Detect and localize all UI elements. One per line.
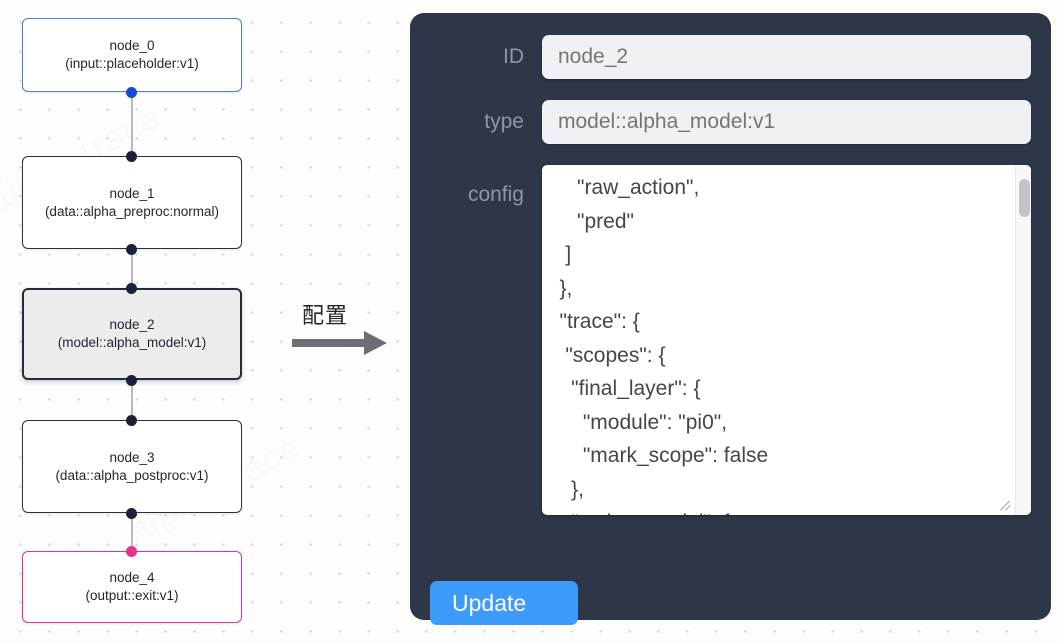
config-textarea[interactable]: "raw_action", "pred" ] }, "trace": { "sc… (559, 176, 769, 515)
node-subtitle: (input::placeholder:v1) (65, 56, 199, 71)
graph-node-node_0[interactable]: node_0(input::placeholder:v1) (22, 18, 242, 92)
node_4-input-port[interactable] (126, 546, 137, 557)
node-subtitle: (data::alpha_preproc:normal) (44, 203, 220, 219)
config-field-row: config "raw_action", "pred" ] }, "trace"… (430, 165, 1031, 515)
node-label: node_0(input::placeholder:v1) (31, 37, 233, 73)
node-subtitle: (data::alpha_postproc:v1) (55, 467, 209, 483)
node_2-output-port[interactable] (126, 375, 137, 386)
config-scrollbar[interactable] (1015, 165, 1031, 515)
node_1-output-port[interactable] (126, 244, 137, 255)
type-field-label: type (484, 110, 524, 133)
node-label: node_3(data::alpha_postproc:v1) (31, 449, 233, 485)
edge-node1-node2 (131, 249, 134, 288)
node_3-input-port[interactable] (126, 415, 137, 426)
config-textarea-wrap[interactable]: "raw_action", "pred" ] }, "trace": { "sc… (542, 165, 1031, 515)
node-config-panel: ID type config "raw_action", "pred" ] },… (410, 13, 1051, 620)
right-arrow-icon (292, 331, 387, 355)
node_2-input-port[interactable] (126, 283, 137, 294)
node-label: node_2(model::alpha_model:v1) (32, 316, 232, 352)
resize-handle-icon[interactable] (998, 498, 1014, 514)
node-title: node_0 (109, 38, 155, 53)
type-input[interactable] (542, 100, 1031, 144)
edge-node3-node4 (131, 513, 134, 551)
graph-node-node_4[interactable]: node_4(output::exit:v1) (22, 551, 242, 623)
config-field-label: config (467, 183, 524, 206)
node-title: node_1 (109, 185, 155, 201)
config-scrollbar-thumb[interactable] (1019, 179, 1030, 217)
graph-node-node_2[interactable]: node_2(model::alpha_model:v1) (22, 288, 242, 380)
node_3-output-port[interactable] (126, 508, 137, 519)
node-title: node_2 (109, 317, 155, 332)
node_1-input-port[interactable] (126, 151, 137, 162)
id-field-row: ID (430, 35, 1031, 79)
graph-node-node_1[interactable]: node_1(data::alpha_preproc:normal) (22, 156, 242, 249)
node-label: node_1(data::alpha_preproc:normal) (31, 185, 233, 221)
flow-caption-label: 配置 (302, 304, 349, 329)
node-subtitle: (output::exit:v1) (85, 588, 179, 603)
flow-annotation: 配置 (292, 298, 397, 360)
type-field-row: type (430, 100, 1031, 144)
edge-node2-node3 (131, 380, 134, 420)
node-title: node_3 (109, 449, 155, 465)
node-title: node_4 (109, 570, 155, 585)
graph-node-node_3[interactable]: node_3(data::alpha_postproc:v1) (22, 420, 242, 513)
node-label: node_4(output::exit:v1) (31, 569, 233, 605)
edge-node0-node1 (131, 92, 134, 156)
node_0-output-port[interactable] (126, 87, 137, 98)
id-input[interactable] (542, 35, 1031, 79)
id-field-label: ID (503, 45, 524, 68)
update-button[interactable]: Update (430, 581, 578, 625)
node-subtitle: (model::alpha_model:v1) (57, 335, 207, 350)
